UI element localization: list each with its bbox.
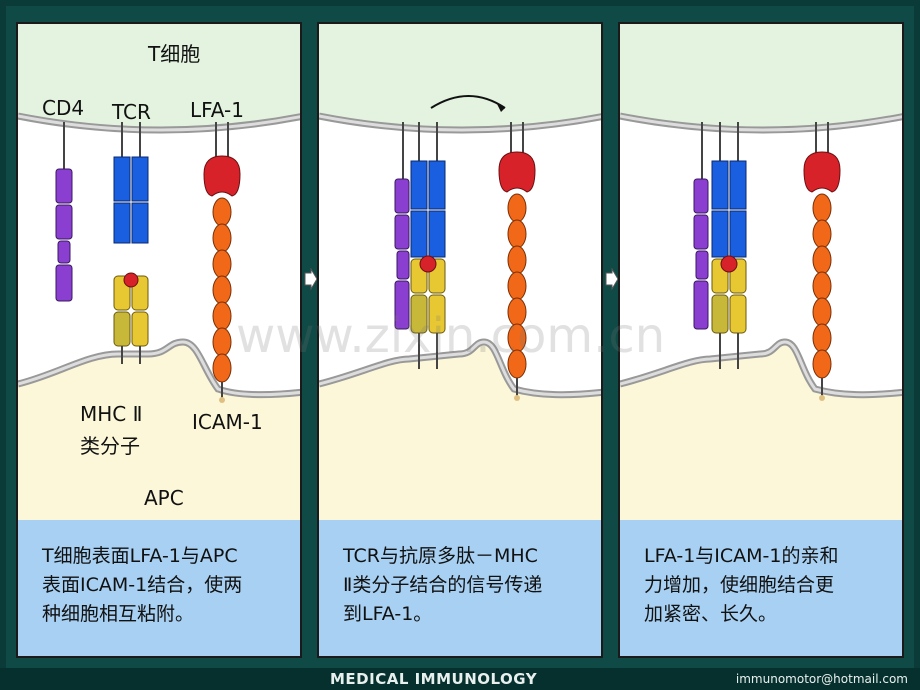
caption-line: 种细胞相互粘附。 <box>42 603 195 625</box>
panel-1: T细胞 CD4 TCR LFA-1 MHC Ⅱ 类分子 ICAM-1 APC T… <box>16 22 302 658</box>
apc-region <box>18 342 300 524</box>
icam-1-molecule <box>507 193 527 379</box>
panel-2: TCR与抗原多肽－MHC Ⅱ类分子结合的信号传递 到LFA-1。 <box>317 22 603 658</box>
caption-line: 表面ICAM-1结合，使两 <box>42 574 243 596</box>
panel-1-diagram <box>18 24 300 524</box>
t-cell-region <box>620 24 902 130</box>
cd4-molecule <box>394 178 410 330</box>
caption-line: TCR与抗原多肽－MHC <box>343 545 538 567</box>
cd4-molecule <box>693 178 709 330</box>
label-mhc-2: 类分子 <box>80 434 140 458</box>
mhc-class-ii-molecule <box>711 255 747 334</box>
antigen-peptide <box>123 272 139 288</box>
panel-3-caption: LFA-1与ICAM-1的亲和 力增加，使细胞结合更 加紧密、长久。 <box>620 520 902 656</box>
signal-arrow <box>430 95 506 109</box>
right-arrow-icon <box>605 268 619 290</box>
caption-line: T细胞表面LFA-1与APC <box>42 545 238 567</box>
lfa-1-head <box>498 151 536 193</box>
icam-1-molecule <box>812 193 832 379</box>
label-apc: APC <box>144 486 184 510</box>
panel-2-diagram <box>319 24 601 524</box>
label-tcr: TCR <box>112 100 151 124</box>
icam-1-molecule <box>212 197 232 383</box>
panel-1-caption: T细胞表面LFA-1与APC 表面ICAM-1结合，使两 种细胞相互粘附。 <box>18 520 300 656</box>
lfa-1-head <box>203 155 241 197</box>
footer-title: MEDICAL IMMUNOLOGY <box>330 670 538 688</box>
caption-line: 到LFA-1。 <box>343 603 433 625</box>
tcr-molecule <box>113 156 149 244</box>
slide-frame: T细胞 CD4 TCR LFA-1 MHC Ⅱ 类分子 ICAM-1 APC T… <box>6 6 914 668</box>
label-cd4: CD4 <box>42 96 85 120</box>
apc-region <box>620 342 902 524</box>
antigen-peptide <box>720 255 738 273</box>
label-icam1: ICAM-1 <box>192 410 263 434</box>
caption-line: Ⅱ类分子结合的信号传递 <box>343 574 543 596</box>
footer-bar: MEDICAL IMMUNOLOGY immunomotor@hotmail.c… <box>0 668 920 690</box>
label-mhc: MHC Ⅱ <box>80 402 143 426</box>
mhc-class-ii-molecule <box>113 272 149 347</box>
panel-3: LFA-1与ICAM-1的亲和 力增加，使细胞结合更 加紧密、长久。 <box>618 22 904 658</box>
lfa-1-head <box>803 151 841 193</box>
cd4-molecule <box>55 168 73 302</box>
apc-region <box>319 342 601 524</box>
label-lfa1: LFA-1 <box>190 98 244 122</box>
panel-3-diagram <box>620 24 902 524</box>
footer-email: immunomotor@hotmail.com <box>735 672 908 686</box>
tcr-molecule <box>711 160 747 258</box>
t-cell-region <box>319 24 601 130</box>
mhc-class-ii-molecule <box>410 255 446 334</box>
panel-2-caption: TCR与抗原多肽－MHC Ⅱ类分子结合的信号传递 到LFA-1。 <box>319 520 601 656</box>
antigen-peptide <box>419 255 437 273</box>
t-cell-region <box>18 24 300 130</box>
caption-line: 加紧密、长久。 <box>644 603 778 625</box>
label-t-cell: T细胞 <box>148 42 201 66</box>
tcr-molecule <box>410 160 446 258</box>
caption-line: LFA-1与ICAM-1的亲和 <box>644 545 839 567</box>
caption-line: 力增加，使细胞结合更 <box>644 574 835 596</box>
right-arrow-icon <box>304 268 318 290</box>
